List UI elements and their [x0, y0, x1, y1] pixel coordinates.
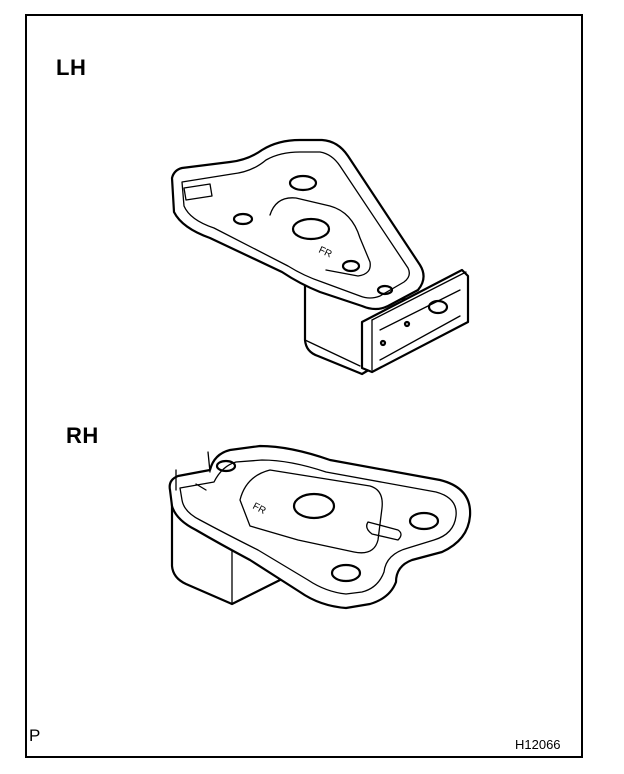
lh-label: LH — [56, 55, 87, 80]
lh-fr-mark: FR — [317, 245, 334, 261]
figure-frame — [25, 14, 583, 758]
rh-bracket-drawing: FR — [168, 444, 472, 610]
corner-mark: P — [29, 726, 41, 745]
rh-label: RH — [66, 423, 99, 448]
figure-code: H12066 — [515, 737, 561, 752]
lh-bracket-drawing: FR — [170, 138, 470, 376]
